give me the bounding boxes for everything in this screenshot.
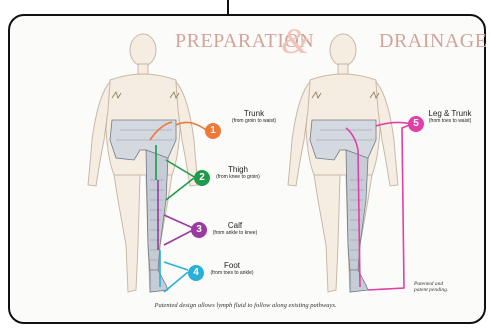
step-2-detail: (from knee to groin) <box>213 175 263 180</box>
patent-note-line2: patent pending. <box>414 287 448 293</box>
left-body-figure <box>88 34 198 292</box>
step-3-detail: (from ankle to knee) <box>210 231 260 236</box>
step-3-badge: 3 <box>191 222 207 238</box>
step-4-badge: 4 <box>188 265 204 281</box>
step-3-label: Calf <box>210 222 260 230</box>
title-drainage: DRAINAGE <box>379 30 487 53</box>
caption: Patented design allows lymph fluid to fo… <box>0 302 491 309</box>
step-2-badge: 2 <box>194 170 210 186</box>
title-ampersand: & <box>281 20 309 62</box>
step-4-detail: (from toes to ankle) <box>207 271 257 276</box>
step-2-label-group: Thigh (from knee to groin) <box>213 166 263 180</box>
step-1-label-group: Trunk (from groin to waist) <box>229 110 279 124</box>
step-4-label: Foot <box>207 262 257 270</box>
right-body-figure <box>288 34 398 292</box>
step-4-label-group: Foot (from toes to ankle) <box>207 262 257 276</box>
step-5-badge: 5 <box>408 116 424 132</box>
step-5-detail: (from toes to waist) <box>425 119 475 124</box>
step-1-label: Trunk <box>229 110 279 118</box>
step-3-label-group: Calf (from ankle to knee) <box>210 222 260 236</box>
step-2-label: Thigh <box>213 166 263 174</box>
step-5-label-group: Leg & Trunk (from toes to waist) <box>425 110 475 124</box>
patent-note: Patented and patent pending. <box>414 281 448 293</box>
step-1-detail: (from groin to waist) <box>229 119 279 124</box>
step-1-badge: 1 <box>205 123 221 139</box>
step-5-label: Leg & Trunk <box>425 110 475 118</box>
